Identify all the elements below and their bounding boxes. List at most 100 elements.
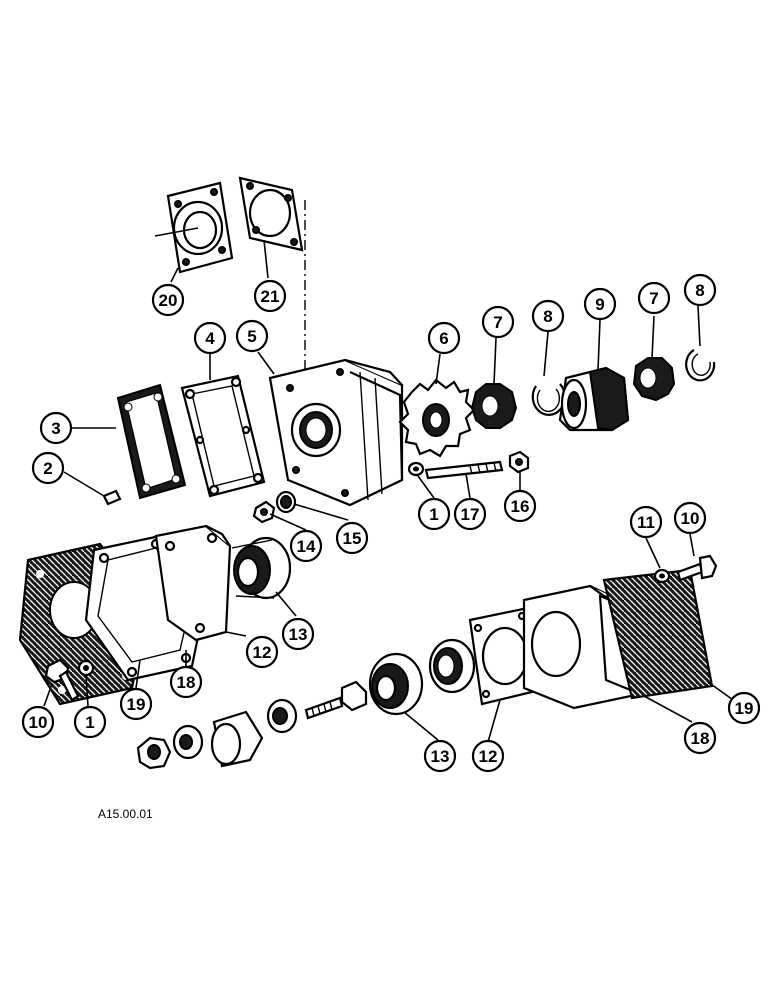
part-bottom-spacer-1 [172,724,204,760]
callout-10: 10 [673,501,707,535]
part-plug [252,500,276,524]
leader-lines [43,239,737,743]
callout-number: 7 [649,289,658,308]
callout-circle [683,721,717,755]
callout-circle [531,299,565,333]
callout-circle [727,691,761,725]
callout-circle [481,305,515,339]
part-bolt-right [676,554,718,582]
callout-14: 14 [289,529,323,563]
callout-number: 13 [431,747,450,766]
callout-6: 6 [427,321,461,355]
callout-circle [583,287,617,321]
callout-circle [169,665,203,699]
part-nut [508,450,530,474]
callout-number: 17 [461,505,480,524]
callout-number: 3 [51,419,60,438]
callout-circle [39,411,73,445]
callout-13: 13 [281,617,315,651]
callout-circle [503,489,537,523]
part-stud [424,460,504,480]
callout-18: 18 [683,721,717,755]
figure-code: A15.00.01 [98,807,153,821]
callout-circle [31,451,65,485]
part-small-gear-2 [632,357,676,402]
part-bottom-spacer-2 [210,710,264,768]
callout-circle [471,739,505,773]
callout-circle [289,529,323,563]
callout-2: 2 [31,451,65,485]
part-bolt-left [44,658,80,702]
part-drive-gear [398,378,476,458]
callout-8: 8 [683,273,717,307]
callout-number: 1 [429,505,438,524]
part-housing-gasket [180,374,266,498]
callout-circle [193,321,227,355]
callout-circle [151,283,185,317]
callout-circle [453,497,487,531]
part-bottom-spacer-3 [266,698,298,734]
callout-number: 19 [735,699,754,718]
callout-number: 20 [159,291,178,310]
callout-number: 8 [543,307,552,326]
callout-circle [253,279,287,313]
callout-17: 17 [453,497,487,531]
callout-number: 8 [695,281,704,300]
part-bearing-right [368,652,424,716]
callout-number: 11 [637,513,655,532]
callout-circle [629,505,663,539]
part-cover-gasket [238,176,306,380]
callout-1: 1 [73,705,107,739]
callout-5: 5 [235,319,269,353]
callout-number: 4 [205,329,215,348]
part-seal-ring-right [428,638,476,694]
callout-circle [119,687,153,721]
part-housing [268,358,404,507]
callout-circle [423,739,457,773]
callout-20: 20 [151,283,185,317]
callout-number: 12 [253,643,272,662]
part-seal-washer [275,490,297,514]
callout-13: 13 [423,739,457,773]
callout-circle [673,501,707,535]
callout-10: 10 [21,705,55,739]
part-snap-ring [531,383,566,416]
callout-circle [281,617,315,651]
part-bearing-left [231,536,292,600]
callout-number: 2 [43,459,52,478]
callout-11: 11 [629,505,663,539]
part-housing-gasket-dark [116,383,187,500]
callout-16: 16 [503,489,537,523]
callout-12: 12 [471,739,505,773]
callout-number: 1 [85,713,94,732]
part-snap-ring-2 [685,349,716,382]
callout-number: 5 [247,327,256,346]
callout-number: 18 [691,729,710,748]
callout-circle [245,635,279,669]
callout-1: 1 [417,497,451,531]
callout-18: 18 [169,665,203,699]
callout-circle [427,321,461,355]
callout-circle [335,521,369,555]
callout-circle [417,497,451,531]
callout-21: 21 [253,279,287,313]
callout-circle [21,705,55,739]
callout-circle [637,281,671,315]
callout-19: 19 [119,687,153,721]
part-washer-lower [77,659,95,677]
callout-19: 19 [727,691,761,725]
callout-8: 8 [531,299,565,333]
callout-number: 12 [479,747,498,766]
callout-7: 7 [637,281,671,315]
callout-number: 19 [127,695,146,714]
callout-9: 9 [583,287,617,321]
callout-number: 7 [493,313,502,332]
callout-number: 21 [261,287,280,306]
callout-7: 7 [481,305,515,339]
part-dowel-pin [102,489,122,506]
callout-number: 10 [681,509,700,528]
part-sleeve-gear [558,366,630,432]
callout-number: 9 [595,295,604,314]
